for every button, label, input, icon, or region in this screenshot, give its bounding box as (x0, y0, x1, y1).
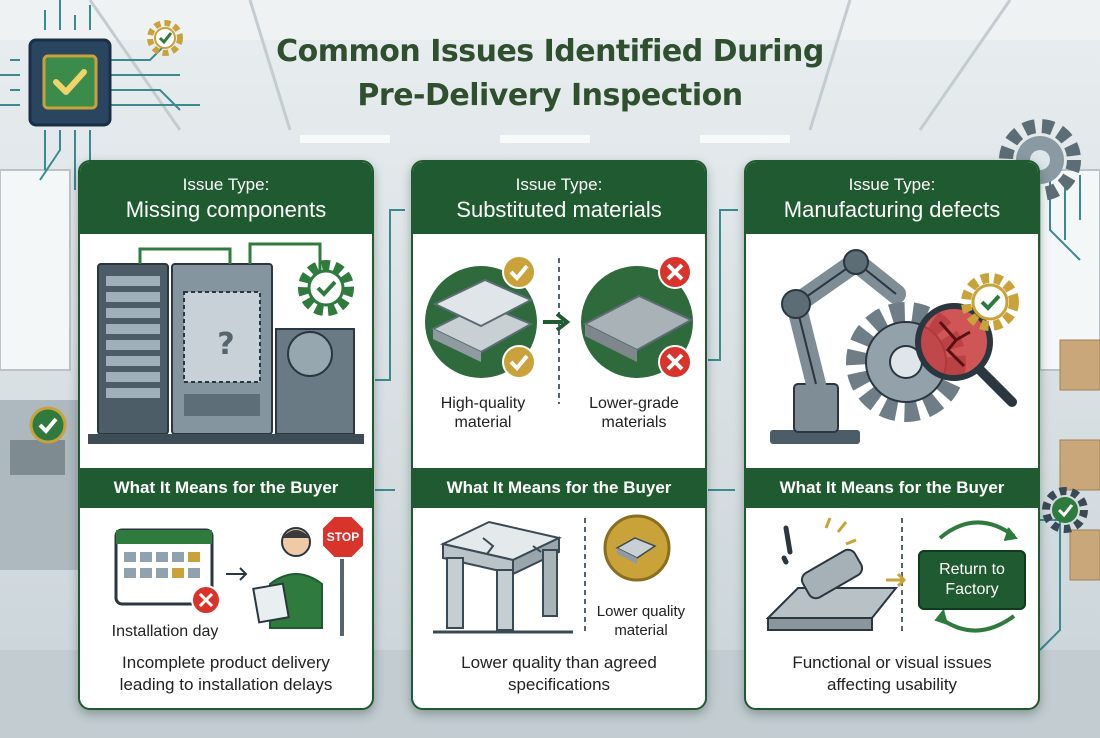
issue-card-manufacturing-defects: Issue Type: Manufacturing defects What I… (744, 160, 1040, 710)
issue-card-missing-components: Issue Type: Missing components ? What It… (78, 160, 374, 710)
page-title: Common Issues Identified During Pre-Deli… (0, 30, 1100, 118)
lower-quality-line-2: material (614, 622, 668, 639)
return-to-factory-badge: Return to Factory (918, 550, 1026, 610)
card-header: Issue Type: Manufacturing defects (746, 162, 1038, 234)
issue-type-label: Issue Type: (848, 175, 936, 194)
high-quality-line-2: material (454, 414, 512, 431)
description-line-1: Incomplete product delivery (122, 653, 330, 672)
return-line-1: Return to (939, 561, 1005, 578)
issue-description: Functional or visual issues affecting us… (746, 652, 1038, 696)
description-line-1: Lower quality than agreed (461, 653, 657, 672)
installation-delay-illustration (114, 527, 344, 636)
issue-type-value: Manufacturing defects (783, 197, 1001, 222)
lower-grade-line-2: materials (601, 414, 667, 431)
stop-sign-text: STOP (326, 530, 360, 544)
description-line-2: affecting usability (826, 675, 958, 694)
check-icon (29, 406, 67, 444)
title-line-2: Pre-Delivery Inspection (357, 78, 743, 113)
check-icon (502, 345, 536, 379)
circuit-chip-check-icon (28, 38, 112, 127)
lower-grade-line-1: Lower-grade (589, 395, 679, 412)
issue-type-value: Substituted materials (456, 197, 662, 222)
card-header: Issue Type: Missing components (80, 162, 372, 234)
issue-type-label: Issue Type: (182, 175, 270, 194)
server-machine-illustration (88, 242, 364, 444)
return-line-2: Factory (945, 581, 999, 598)
gear-check-icon (1042, 487, 1088, 533)
issue-type-label: Issue Type: (515, 175, 603, 194)
issue-description: Lower quality than agreed specifications (413, 652, 705, 696)
cracked-structure-illustration (433, 514, 671, 634)
x-icon (658, 345, 692, 379)
lower-grade-label: Lower-grade materials (573, 394, 695, 432)
buyer-impact-heading: What It Means for the Buyer (746, 468, 1038, 508)
high-quality-label: High-quality material (423, 394, 543, 432)
gear-check-icon (961, 273, 1019, 331)
issue-card-substituted-materials: Issue Type: Substituted materials High-q… (411, 160, 707, 710)
x-icon (658, 255, 692, 289)
description-line-2: leading to installation delays (119, 675, 333, 694)
card-header: Issue Type: Substituted materials (413, 162, 705, 234)
issue-type-value: Missing components (125, 197, 327, 222)
stop-sign-icon (321, 515, 365, 559)
buyer-impact-heading: What It Means for the Buyer (80, 468, 372, 508)
description-line-2: specifications (507, 675, 611, 694)
title-line-1: Common Issues Identified During (276, 34, 824, 69)
description-line-1: Functional or visual issues (792, 653, 992, 672)
lower-quality-line-1: Lower quality (596, 603, 686, 620)
issue-description: Incomplete product delivery leading to i… (80, 652, 372, 696)
svg-text:?: ? (217, 327, 234, 362)
gear-check-icon (298, 260, 354, 316)
gear-check-icon (147, 20, 183, 56)
question-mark-icon: ? (217, 327, 234, 362)
installation-day-label: Installation day (111, 623, 219, 640)
check-icon (502, 255, 536, 289)
high-quality-line-1: High-quality (440, 395, 526, 412)
buyer-impact-heading: What It Means for the Buyer (413, 468, 705, 508)
broken-part-illustration (765, 517, 1018, 633)
lower-quality-material-label: Lower quality material (583, 602, 699, 640)
